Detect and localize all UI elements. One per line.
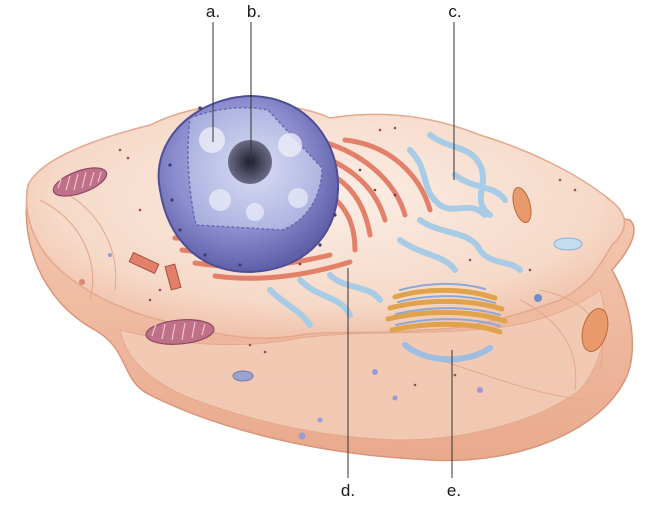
label-d: d.	[341, 481, 355, 500]
nucleolus	[228, 140, 272, 184]
label-e: e.	[447, 481, 461, 500]
label-a: a.	[206, 2, 220, 21]
nucleus	[159, 96, 338, 272]
label-b: b.	[247, 2, 261, 21]
label-c: c.	[448, 2, 461, 21]
